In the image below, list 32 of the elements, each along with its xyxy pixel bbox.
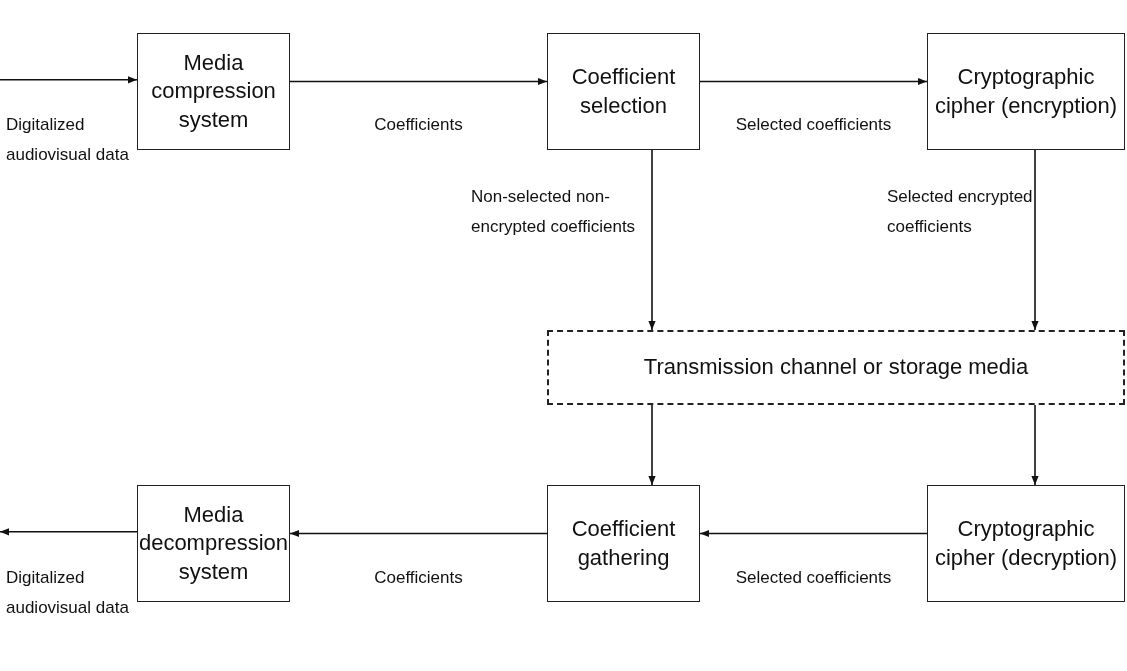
arrow — [289, 529, 548, 538]
node-label: Coefficient gathering — [570, 514, 677, 572]
arrow — [0, 528, 138, 536]
dashed-box — [547, 330, 1125, 405]
arrow — [648, 149, 656, 331]
process-box — [137, 33, 290, 150]
edge-label: Coefficients — [373, 114, 464, 136]
process-box — [137, 485, 290, 602]
arrow — [1031, 404, 1039, 486]
edge-label: Selected coefficients — [734, 567, 893, 589]
edge-label: Selected coefficients — [734, 114, 893, 136]
process-box — [927, 485, 1125, 602]
arrow — [699, 529, 928, 538]
arrow — [699, 77, 928, 86]
node-label: Coefficient selection — [570, 62, 677, 120]
arrow — [1031, 149, 1039, 331]
edge-label: Digitalized audiovisual data — [6, 567, 130, 619]
edge-label: Selected encrypted coefficients — [887, 186, 1034, 238]
arrow — [289, 77, 548, 86]
node-label: Transmission channel or storage media — [643, 353, 1029, 382]
edge-label: Non-selected non-encrypted coefficients — [471, 186, 636, 238]
process-box — [547, 33, 700, 150]
arrow — [648, 404, 656, 486]
edge-label: Digitalized audiovisual data — [6, 114, 130, 166]
node-label: Cryptographic cipher (encryption) — [933, 62, 1119, 120]
node-label: Media compression system — [150, 48, 277, 134]
arrow — [0, 76, 138, 84]
node-label: Cryptographic cipher (decryption) — [933, 514, 1119, 572]
process-box — [927, 33, 1125, 150]
edge-label: Coefficients — [373, 567, 464, 589]
process-box — [547, 485, 700, 602]
node-label: Media decompression system — [138, 500, 289, 586]
